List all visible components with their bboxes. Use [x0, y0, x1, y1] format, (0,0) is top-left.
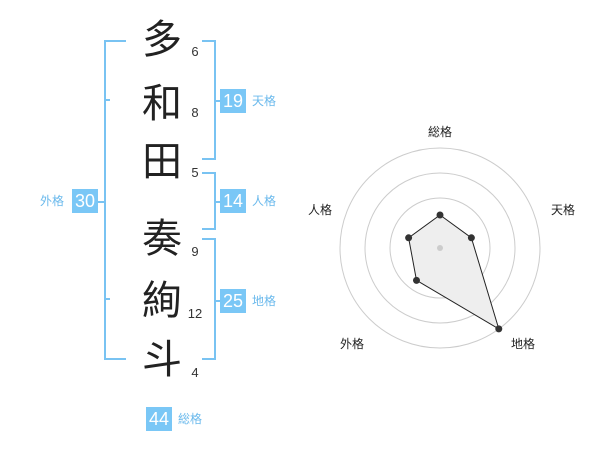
radar-ring [339, 147, 541, 349]
stroke-count: 4 [191, 365, 199, 380]
soukaku-value-badge: 44 [146, 407, 173, 431]
gaikaku-value-badge: 30 [72, 189, 99, 213]
soukaku-label: 総格 [178, 412, 203, 426]
stroke-count: 8 [191, 105, 199, 120]
chikaku-label: 地格 [252, 294, 277, 308]
connector-tick [214, 201, 220, 203]
stroke-count: 6 [191, 44, 199, 59]
name-character: 多 [142, 17, 182, 63]
jinkaku-label: 人格 [252, 194, 277, 208]
name-character: 和 [142, 81, 182, 127]
jinkaku-value-badge: 14 [220, 189, 247, 213]
radar-label-gaikaku: 外格 [339, 337, 364, 351]
gaikaku-label: 外格 [40, 194, 65, 208]
radar-label-soukaku: 総格 [427, 125, 452, 139]
radar-point [405, 234, 413, 242]
radar-ring [389, 197, 491, 299]
radar-point [495, 325, 503, 333]
bracket-tick [104, 99, 110, 101]
radar-label-jinkaku: 人格 [307, 203, 332, 217]
gaikaku-bracket [104, 40, 126, 360]
radar-center [437, 245, 443, 251]
tenkaku-label: 天格 [252, 94, 277, 108]
radar-point [412, 276, 420, 284]
connector-tick [98, 201, 104, 203]
bracket-tick [104, 298, 110, 300]
radar-point [436, 211, 444, 219]
stroke-count: 9 [191, 244, 199, 259]
name-character: 田 [142, 139, 182, 185]
stroke-count: 5 [191, 165, 199, 180]
connector-tick [214, 100, 220, 102]
connector-tick [214, 300, 220, 302]
radar-ring [364, 172, 516, 324]
name-character: 奏 [142, 216, 182, 262]
chikaku-bracket [202, 238, 216, 360]
name-character: 斗 [142, 337, 182, 383]
tenkaku-value-badge: 19 [220, 89, 247, 113]
chikaku-value-badge: 25 [220, 289, 247, 313]
radar-area [408, 214, 500, 330]
radar-label-chikaku: 地格 [510, 337, 535, 351]
stroke-count: 12 [187, 306, 203, 321]
name-character: 絢 [142, 278, 182, 324]
radar-label-tenkaku: 天格 [550, 203, 575, 217]
radar-point [467, 234, 475, 242]
